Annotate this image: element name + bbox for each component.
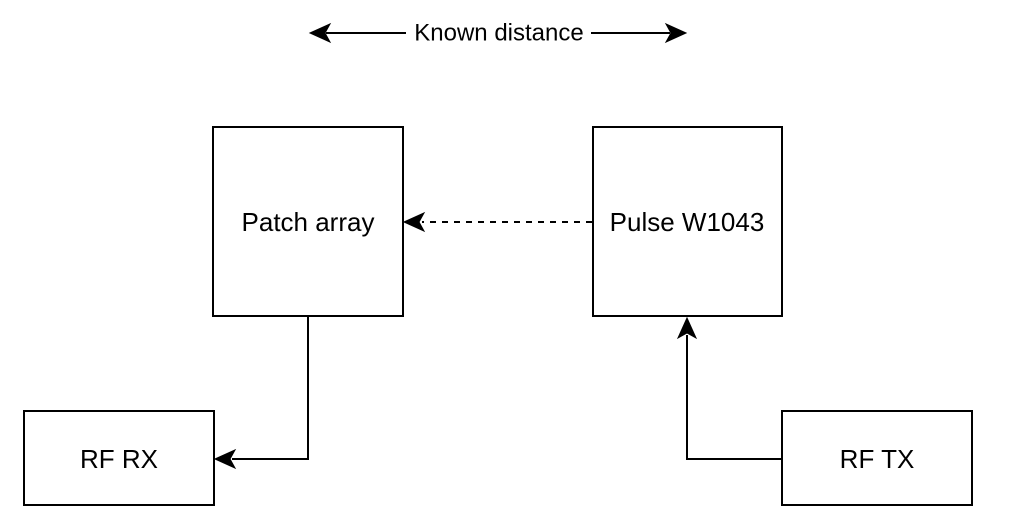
rf-rx-box: [23, 410, 215, 506]
node-rf-rx: RF RX: [23, 410, 215, 506]
patch-array-label: Patch array: [242, 207, 375, 237]
pulse-box: [592, 126, 783, 317]
known-distance-dimension: Known distance: [308, 20, 688, 47]
node-patch-array: Patch array: [212, 126, 404, 317]
rf-tx-label: RF TX: [840, 444, 915, 474]
pulse-label: Pulse W1043: [610, 207, 765, 237]
edge-pulse-to-patch-array: [402, 211, 592, 233]
edge-line: [686, 335, 781, 460]
dimension-arrow-right-icon: [664, 22, 688, 44]
rf-tx-box: [781, 410, 973, 506]
edge-line: [232, 317, 309, 460]
node-rf-tx: RF TX: [781, 410, 973, 506]
rf-rx-label: RF RX: [80, 444, 158, 474]
arrow-left-icon: [402, 211, 426, 233]
arrow-left-icon: [213, 448, 237, 470]
patch-array-box: [212, 126, 404, 317]
node-pulse-w1043: Pulse W1043: [592, 126, 783, 317]
edge-rf-tx-to-pulse: [676, 316, 781, 460]
edge-patch-array-to-rf-rx: [213, 317, 309, 470]
known-distance-label: Known distance: [414, 20, 583, 47]
arrow-up-icon: [676, 316, 698, 340]
dimension-arrow-left-icon: [308, 22, 332, 44]
